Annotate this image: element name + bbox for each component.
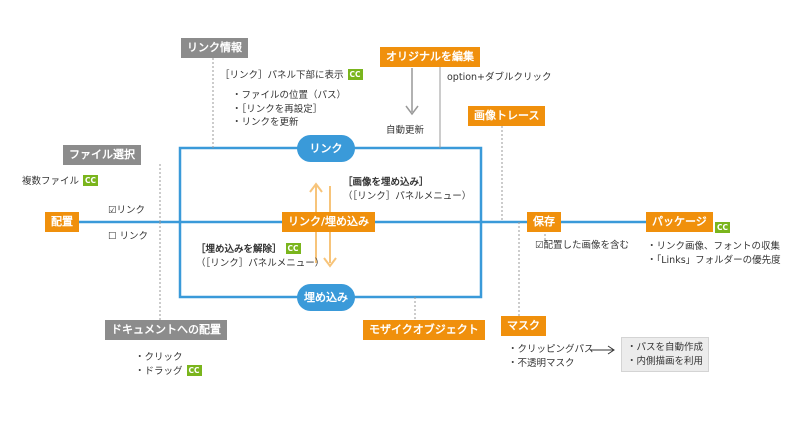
cc-badge: CC [83,175,99,186]
list-item: ・クリック [135,352,183,363]
tag-file-select: ファイル選択 [63,145,141,165]
package-cc-wrap: CC [711,216,731,235]
tag-mask: マスク [501,316,546,336]
tag-link-info: リンク情報 [181,38,248,58]
include-placed-text: ☑配置した画像を含む [535,240,630,251]
tag-place: 配置 [45,212,79,232]
option-double-click-text: option+ダブルクリック [447,72,552,83]
tag-doc-place: ドキュメントへの配置 [105,320,227,340]
tag-mosaic: モザイクオブジェクト [363,320,485,340]
link-unchecked-text: ☐ リンク [108,231,149,242]
unembed-label: ［埋め込みを解除］CC （［リンク］パネルメニュー） [196,243,325,269]
link-info-list: ・ファイルの位置（パス） ・［リンクを再設定］ ・リンクを更新 [232,89,346,130]
cc-badge: CC [715,222,731,233]
list-item: ・不透明マスク [508,357,575,369]
list-item: ・リンク画像、フォントの収集 [647,241,781,252]
link-checked-text: ☑リンク [108,205,146,216]
embed-image-label: ［画像を埋め込み］ （［リンク］パネルメニュー） [343,177,472,202]
list-item: ・「Links」フォルダーの優先度 [647,254,781,266]
embed-pill: 埋め込み [297,284,355,311]
list-item: ・クリッピングパス [508,344,594,355]
list-item: ・内側描画を利用 [627,355,704,367]
tag-edit-original: オリジナルを編集 [380,47,480,67]
package-list: ・リンク画像、フォントの収集 ・「Links」フォルダーの優先度 [647,240,781,267]
list-item: ・［リンクを再設定］ [232,103,323,115]
mask-result-list: ・パスを自動作成 ・内側描画を利用 [627,341,703,368]
list-item: ・リンクを更新 [232,117,299,128]
tag-image-trace: 画像トレース [468,106,546,126]
tag-package: パッケージ [646,212,713,232]
cc-badge: CC [347,69,363,80]
list-item: ・パスを自動作成 [627,342,704,353]
cc-badge: CC [285,243,301,254]
mask-result-box: ・パスを自動作成 ・内側描画を利用 [621,337,710,372]
list-item: ・ファイルの位置（パス） [232,90,347,101]
link-pill: リンク [297,135,355,162]
auto-update-text: 自動更新 [386,125,425,136]
tag-save: 保存 [527,212,561,232]
tag-link-embed: リンク/埋め込み [282,212,376,232]
mask-list: ・クリッピングパス ・不透明マスク [508,343,594,370]
cc-badge: CC [186,364,202,376]
